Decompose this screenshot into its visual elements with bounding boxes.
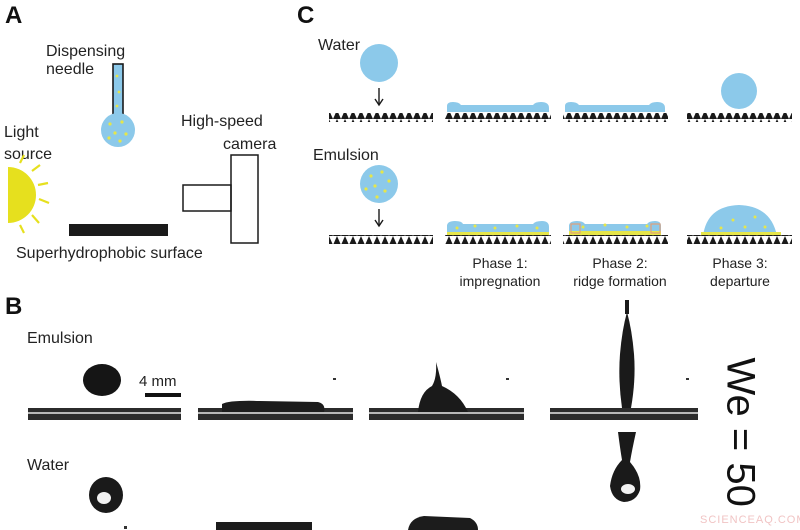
phase1-label-line2: impregnation [459, 273, 541, 289]
water-frame-3-retract [408, 516, 478, 530]
phase2-label-line1: Phase 2: [592, 255, 648, 271]
surface-water-3 [563, 113, 668, 122]
emulsion-ridge [569, 221, 661, 232]
watermark: SCIENCEAQ.COM [700, 514, 800, 526]
water-frame-4-rebound [610, 432, 641, 502]
needle-icon [101, 63, 135, 147]
surface-water-4 [687, 113, 792, 122]
water-spread-2 [565, 102, 665, 112]
weber-number-label: We = 50 [718, 357, 763, 507]
ridge-marker-right [650, 223, 661, 234]
water-photo-label: Water [27, 457, 70, 474]
camera-icon [182, 154, 259, 244]
light-label-line1: Light [4, 124, 39, 141]
emulsion-photo-label: Emulsion [27, 330, 93, 347]
emulsion-frame-3-ridge [418, 362, 468, 412]
surface-emulsion-1 [329, 235, 433, 244]
water-spread-1 [447, 102, 549, 112]
surface-emulsion-2 [445, 235, 551, 244]
scale-bar [145, 393, 181, 397]
ridge-marker-left [570, 223, 581, 234]
mechanism-diagram [329, 44, 792, 244]
surface-emulsion-3 [563, 235, 668, 244]
water-droplet [360, 44, 398, 82]
needle-label-line2: needle [46, 61, 95, 78]
camera-label-line1: High-speed [181, 113, 263, 130]
emulsion-row-label: Emulsion [313, 147, 379, 164]
emulsion-frame-1-droplet [83, 364, 121, 396]
water-frame-2-spread [216, 522, 312, 530]
phase3-label-line1: Phase 3: [712, 255, 768, 271]
light-label-line2: source [4, 146, 53, 163]
phase1-label-line1: Phase 1: [472, 255, 528, 271]
phase3-label-line2: departure [710, 273, 770, 289]
light-source-icon [8, 154, 50, 234]
emulsion-departure [703, 205, 777, 236]
substrate-strips [28, 408, 698, 420]
panel-a-letter: A [5, 2, 23, 29]
camera-label-line2: camera [223, 136, 277, 153]
panel-c-letter: C [297, 2, 315, 29]
needle-label-line1: Dispensing [46, 43, 126, 60]
phase2-label-line2: ridge formation [573, 273, 667, 289]
water-row-label: Water [318, 37, 361, 54]
scale-bar-label: 4 mm [139, 373, 177, 390]
emulsion-droplet [360, 165, 398, 203]
surface-label: Superhydrophobic surface [16, 245, 203, 262]
panel-b-letter: B [5, 293, 23, 320]
water-rebound-droplet [721, 73, 757, 109]
emulsion-frame-4-jet [619, 312, 635, 408]
surface-emulsion-4 [687, 235, 792, 244]
surface-water-2 [445, 113, 551, 122]
emulsion-impregnation [447, 221, 549, 233]
emulsion-frame-2-spread [222, 400, 325, 412]
surface-water-1 [329, 113, 433, 122]
high-speed-frames [28, 300, 698, 530]
surface-block [69, 224, 168, 236]
